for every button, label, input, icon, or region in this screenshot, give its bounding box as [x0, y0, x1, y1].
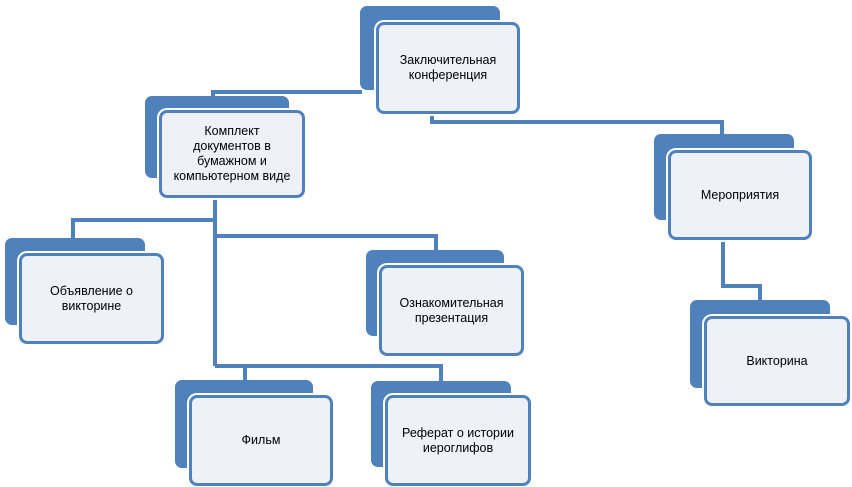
node-label: Викторина	[746, 353, 808, 368]
connector-documents-to-essay	[215, 364, 443, 382]
node-label: Ознакомительная презентация	[399, 295, 504, 325]
connector-documents-to-presentation	[215, 234, 438, 250]
node-events: Мероприятия	[654, 134, 812, 240]
node-label: Заключительная конференция	[399, 53, 497, 82]
node-intro-presentation: Ознакомительная презентация	[366, 250, 524, 356]
node-label: Фильм	[241, 433, 281, 447]
node-box: Комплект документов в бумажном и компьют…	[159, 110, 305, 198]
node-box: Ознакомительная презентация	[379, 265, 524, 356]
node-quiz-announcement: Объявление о викторине	[5, 238, 164, 345]
node-quiz: Викторина	[690, 300, 850, 406]
node-final-conference: Заключительная конференция	[360, 6, 520, 114]
node-box: Заключительная конференция	[376, 22, 520, 114]
node-film: Фильм	[175, 380, 333, 486]
node-essay: Реферат о истории иероглифов	[371, 381, 531, 486]
node-label: Объявление о викторине	[50, 283, 133, 313]
node-box: Викторина	[704, 316, 850, 406]
node-document-set: Комплект документов в бумажном и компьют…	[145, 96, 305, 202]
node-label: Реферат о истории иероглифов	[402, 425, 514, 455]
node-box: Мероприятия	[668, 150, 812, 240]
node-label: Комплект документов в бумажном и компьют…	[173, 124, 291, 183]
node-box: Фильм	[189, 395, 333, 486]
node-box: Объявление о викторине	[19, 253, 164, 344]
connector-documents-to-film	[215, 364, 247, 380]
connector-events-to-quiz	[721, 238, 762, 300]
node-box: Реферат о истории иероглифов	[385, 395, 531, 486]
node-label: Мероприятия	[700, 187, 780, 202]
connector-documents-to-announcement	[71, 218, 215, 240]
